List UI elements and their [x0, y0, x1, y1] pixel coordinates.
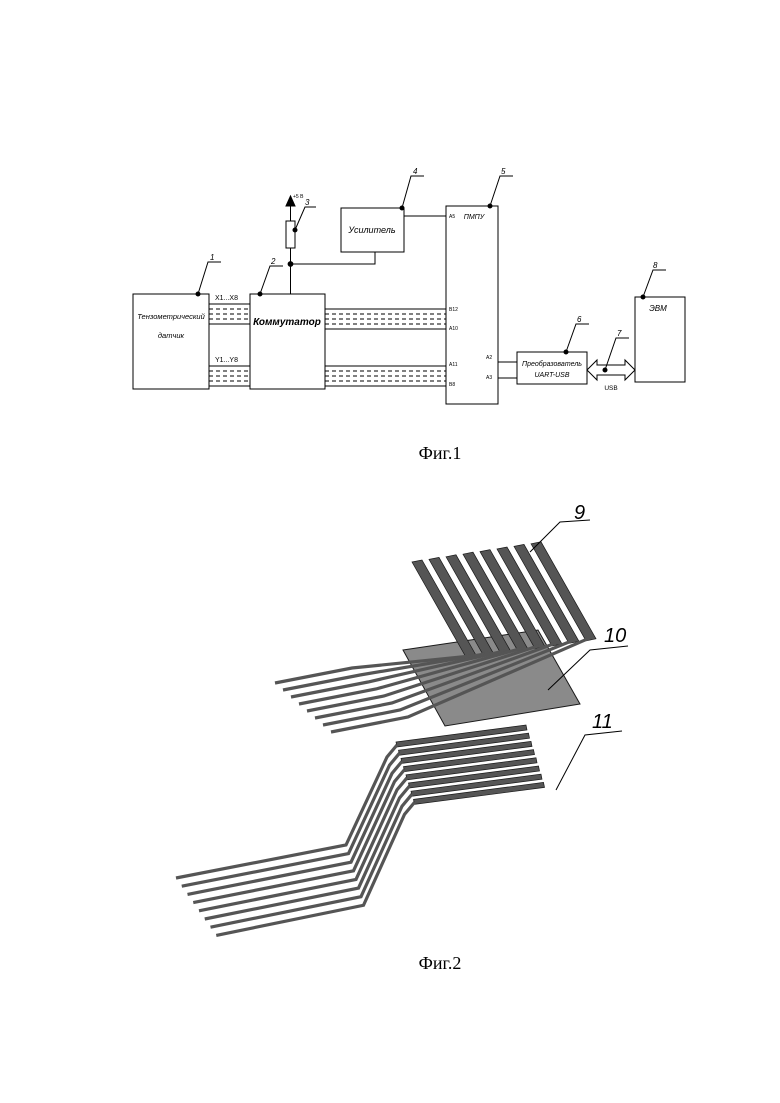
commutator-block: [250, 294, 325, 389]
resistor-block: [286, 221, 295, 248]
ref-number-7: 7: [617, 329, 622, 338]
amplifier-label: Усилитель: [347, 225, 395, 235]
computer-label: ЭВМ: [649, 304, 667, 313]
ref-number-6: 6: [577, 315, 582, 324]
bus-x-label: X1...X8: [215, 295, 238, 302]
ref-number-9: 9: [574, 502, 585, 524]
pin-b8: В8: [449, 382, 455, 388]
pin-a5: А5: [449, 214, 455, 220]
pin-a11: А11: [449, 362, 458, 368]
fig2-caption: Фиг.2: [419, 953, 462, 973]
bottom-strip-lead: [176, 745, 397, 878]
fig2-sensor-layers: 9 10 11: [176, 502, 628, 935]
pin-a2: А2: [486, 355, 492, 361]
ref-number-4: 4: [413, 167, 418, 176]
fig1-block-diagram: [133, 176, 685, 404]
usb-label: USB: [604, 385, 617, 392]
bus-y-label: Y1...Y8: [215, 357, 238, 364]
ref-number-3: 3: [305, 198, 310, 207]
commutator-label: Коммутатор: [253, 317, 321, 328]
ref-number-10: 10: [604, 625, 626, 647]
ref-number-11: 11: [592, 711, 613, 733]
sensor-label-line2: датчик: [158, 331, 185, 340]
usb-double-arrow-icon: [587, 360, 635, 380]
ref-number-5: 5: [501, 167, 506, 176]
sensor-label-line1: Тензометрический: [137, 312, 205, 321]
sensor-block: [133, 294, 209, 389]
bottom-strip-layer: [176, 725, 545, 935]
fig1-caption: Фиг.1: [419, 443, 462, 463]
fig1-labels: Тензометрический датчик Коммутатор Усили…: [137, 167, 667, 392]
converter-block: [517, 352, 587, 384]
ref-number-8: 8: [653, 261, 658, 270]
pin-a3: А3: [486, 375, 492, 381]
ref-number-1: 1: [210, 253, 214, 262]
ref-number-2: 2: [270, 257, 276, 266]
pin-a10: А10: [449, 326, 458, 332]
pin-b12: В12: [449, 307, 458, 313]
supply-label: +5 В: [293, 194, 304, 200]
converter-label-line2: UART-USB: [534, 372, 569, 379]
converter-label-line1: Преобразователь: [522, 360, 582, 368]
adc-label: ПМПУ: [464, 214, 486, 221]
